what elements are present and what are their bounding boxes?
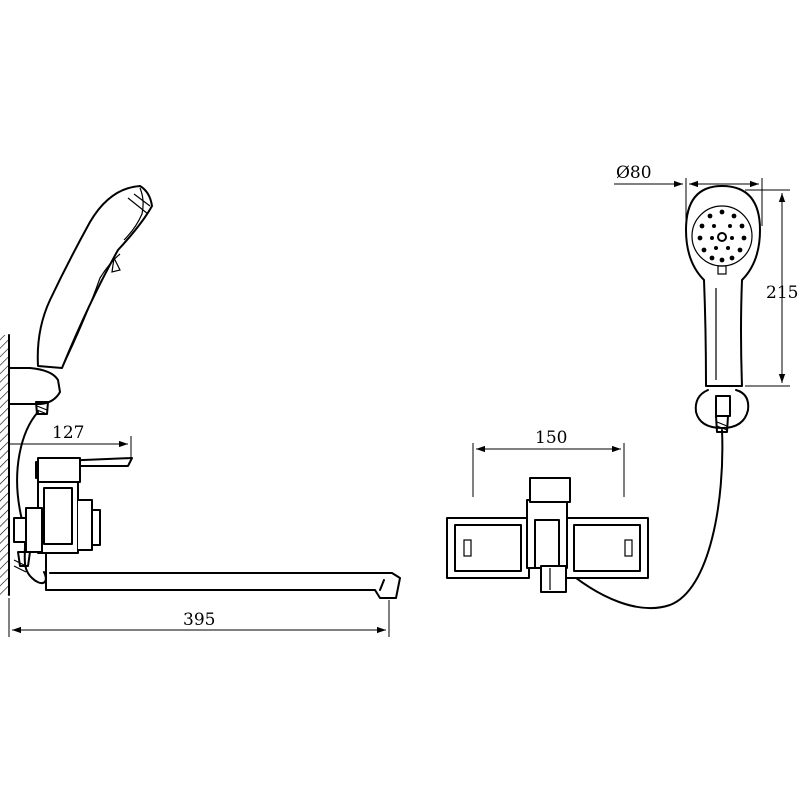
left-escutcheon (446, 517, 530, 579)
side-view: 127 395 (0, 185, 401, 637)
spout-outlet-front (540, 565, 567, 593)
dim-80-label: Ø80 (616, 163, 652, 183)
handshower-front (685, 185, 761, 387)
dim-127-label: 127 (52, 423, 84, 443)
inlet-nut (25, 507, 43, 553)
dim-215-label: 215 (766, 283, 798, 303)
diverter-knob (77, 499, 93, 551)
hose-front (559, 429, 724, 609)
holder-bracket (8, 367, 61, 405)
wall-hatch (0, 335, 9, 595)
dim-150-label: 150 (535, 428, 567, 448)
front-view: 150 Ø80 (446, 163, 798, 609)
spout-side (45, 552, 401, 599)
handshower-side (36, 185, 153, 369)
right-escutcheon (565, 517, 649, 579)
lever-front (529, 477, 571, 503)
spray-nozzles (697, 209, 747, 263)
dim-395-label: 395 (183, 610, 215, 630)
